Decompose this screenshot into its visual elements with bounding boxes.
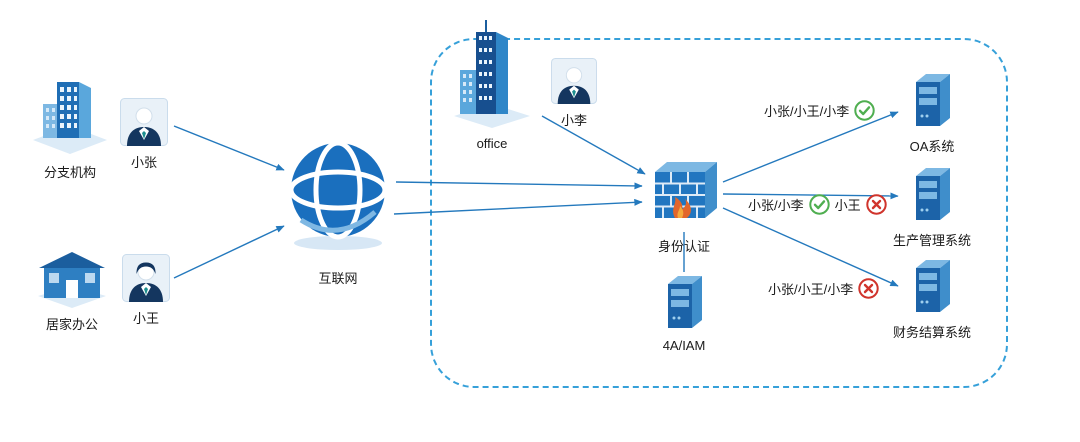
node-finance-system: 财务结算系统 [893,258,971,341]
prod-system-label: 生产管理系统 [893,233,972,248]
permission-finance-users: 小张/小王/小李 [768,282,854,297]
firewall-icon [655,162,717,218]
permission-prod-allowed-users: 小张/小李 [748,198,804,213]
permission-prod-denied-users: 小王 [834,198,861,213]
permission-oa: 小张/小王/小李 [764,100,875,121]
server-icon [916,74,950,126]
firewall-label: 身份认证 [657,239,710,254]
node-firewall: 身份认证 [644,156,724,255]
internet-label: 互联网 [318,271,358,286]
permission-finance: 小张/小王/小李 [768,278,879,299]
arrow-wang-to-internet [173,225,285,279]
arrow-zhang-to-internet [173,125,285,171]
node-user-zhang: 小张 [116,98,172,171]
oa-system-label: OA系统 [909,139,955,154]
branch-office-label: 分支机构 [43,165,96,180]
user-avatar-icon [120,98,168,146]
globe-icon [288,140,388,250]
node-iam-server: 4A/IAM [654,274,714,353]
finance-system-label: 财务结算系统 [893,325,972,340]
node-prod-system: 生产管理系统 [893,166,971,249]
flame-icon [673,197,691,218]
permission-prod: 小张/小李 小王 [748,194,887,215]
node-office-building: office [448,18,536,151]
user-wang-label: 小王 [132,311,159,326]
node-user-li: 小李 [548,58,600,129]
node-home-office: 居家办公 [26,246,118,333]
server-icon [916,260,950,312]
deny-cross-icon [865,194,887,215]
home-office-label: 居家办公 [45,317,98,332]
allow-check-icon [808,194,830,215]
user-avatar-icon [551,58,597,104]
node-user-wang: 小王 [118,254,174,327]
iam-label: 4A/IAM [662,338,706,353]
node-internet: 互联网 [276,140,400,287]
deny-cross-icon [858,278,879,299]
skyscraper-icon [454,20,530,128]
user-li-label: 小李 [560,113,587,128]
building-icon [33,82,107,154]
allow-check-icon [854,100,875,121]
user-avatar-icon [122,254,170,302]
permission-oa-users: 小张/小王/小李 [764,104,850,119]
office-label: office [476,136,508,151]
server-icon [916,168,950,220]
user-zhang-label: 小张 [130,155,157,170]
node-branch-office: 分支机构 [22,76,118,181]
house-icon [38,252,106,308]
node-oa-system: OA系统 [902,72,962,155]
server-icon [668,276,702,328]
